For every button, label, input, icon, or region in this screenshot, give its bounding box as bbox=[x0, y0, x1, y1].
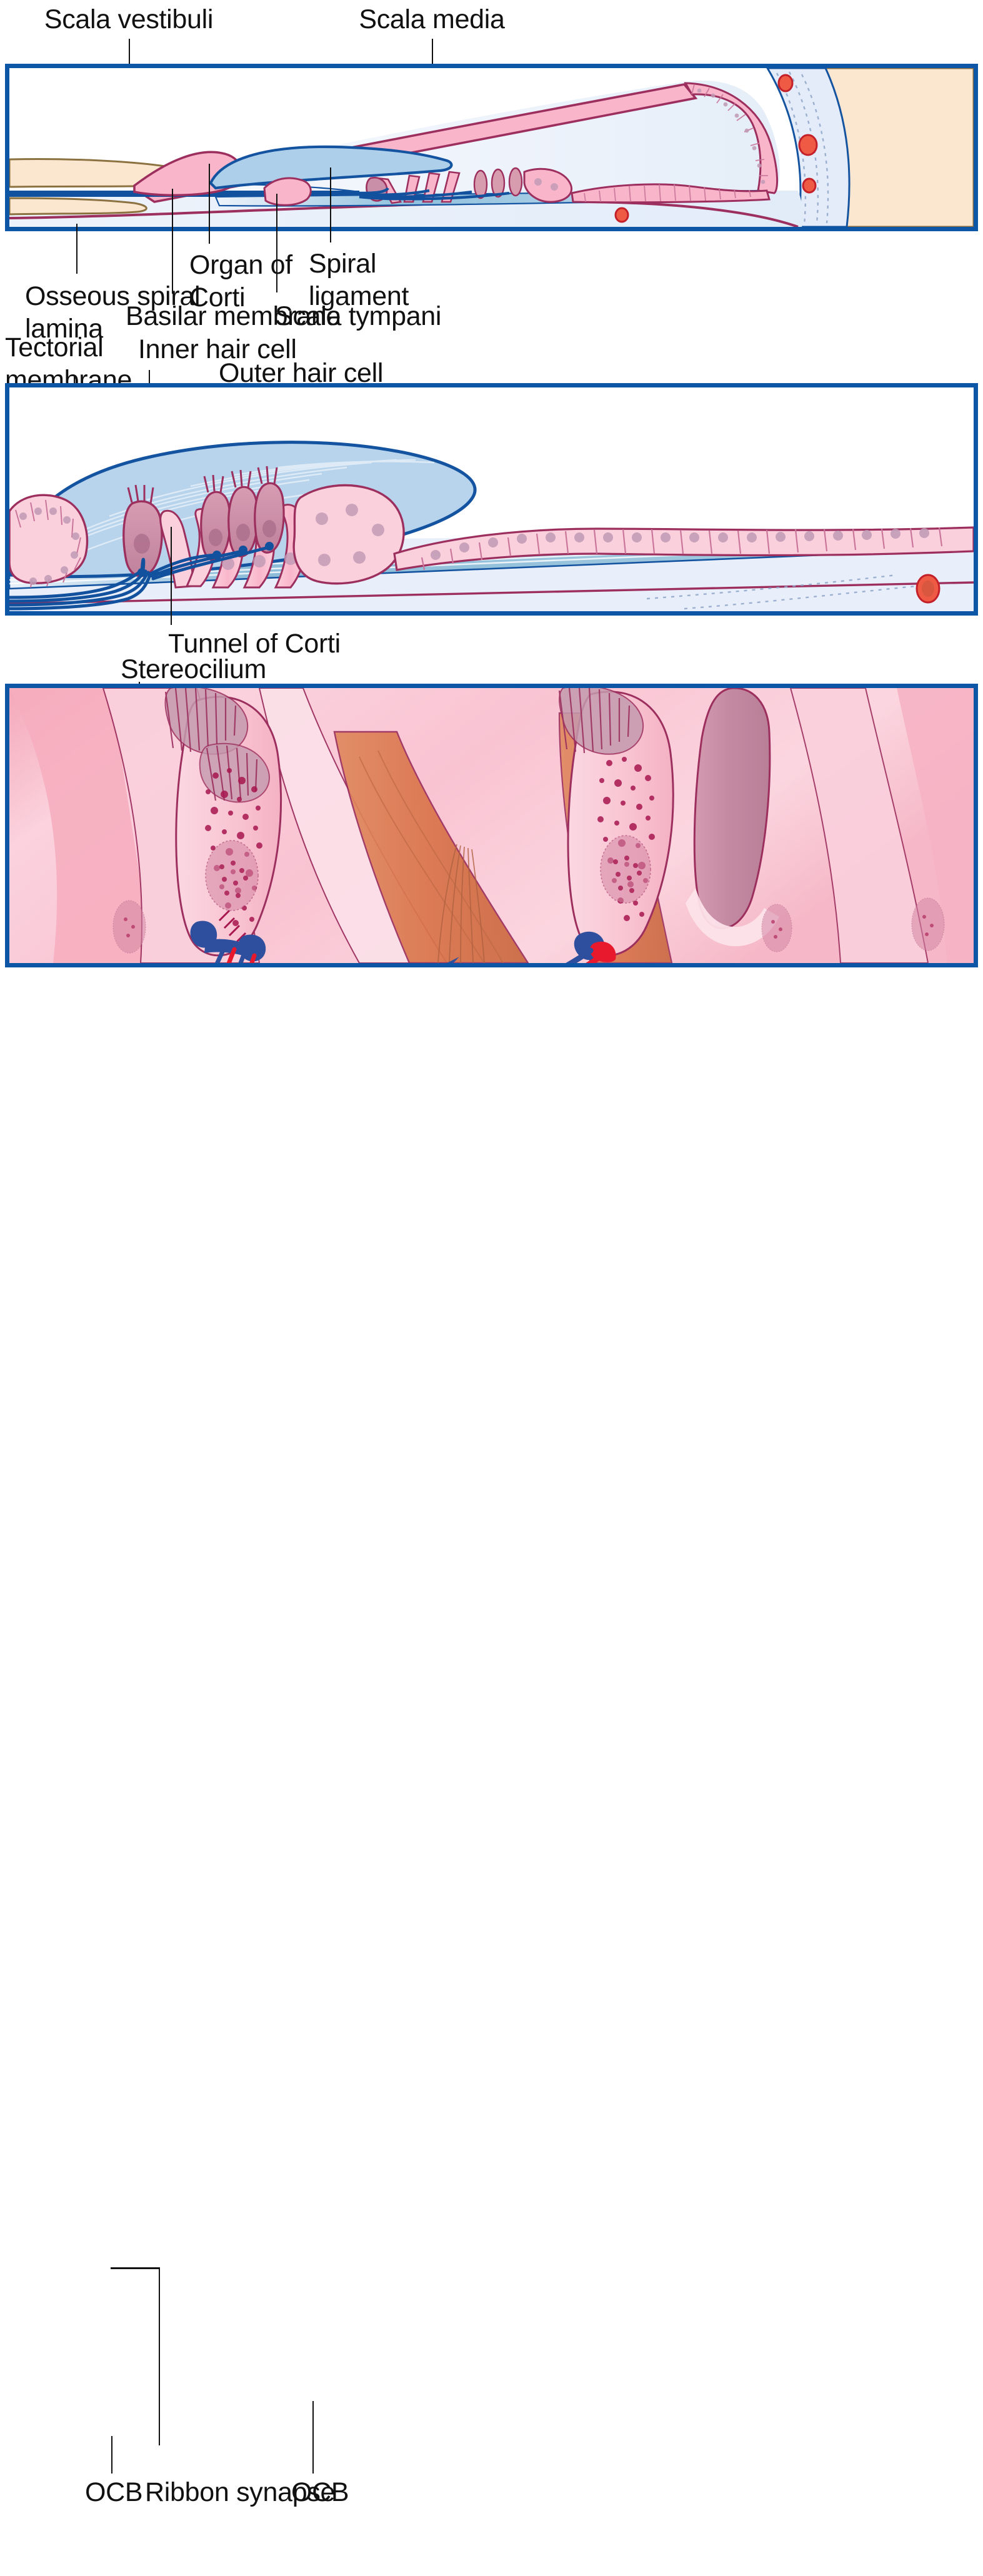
label-osseous-spiral-lamina: Osseous spiral lamina bbox=[25, 281, 201, 344]
nerve-fiber-bundle bbox=[9, 546, 270, 611]
label-ribbon-synapse: Ribbon synapse bbox=[145, 2477, 336, 2507]
organ-of-corti-detail-svg bbox=[9, 387, 974, 611]
outer-hair-cells-group bbox=[200, 466, 285, 561]
label-tunnel-of-corti: Tunnel of Corti bbox=[168, 629, 341, 659]
leader-ribbon-synapse bbox=[159, 2267, 160, 2445]
label-inner-hair-cell: Inner hair cell bbox=[138, 334, 297, 364]
leader-basilar-membrane bbox=[172, 189, 173, 294]
label-organ-of-corti: Organ of Corti bbox=[189, 250, 292, 312]
leader-organ-of-corti bbox=[209, 164, 210, 244]
leader-spiral-ligament bbox=[330, 167, 331, 242]
label-ocb-right: OCB bbox=[291, 2477, 349, 2507]
label-scala-media: Scala media bbox=[359, 4, 505, 34]
panel-organ-of-corti-detail bbox=[5, 383, 978, 616]
leader-scala-vestibuli bbox=[129, 39, 130, 69]
leader-scala-tympani bbox=[276, 194, 277, 292]
capillary-group bbox=[614, 74, 818, 223]
bracket-ribbon-synapse bbox=[111, 2267, 159, 2269]
label-ocb-left: OCB bbox=[85, 2477, 143, 2507]
leader-tunnel-of-corti bbox=[171, 527, 172, 625]
label-scala-tympani: Scala tympani bbox=[275, 301, 442, 331]
leader-ocb-left bbox=[111, 2436, 112, 2474]
efferent-arrow bbox=[447, 957, 459, 963]
inner-fiber-tracts bbox=[214, 946, 257, 963]
panel-hair-cell-synapse-detail bbox=[5, 684, 978, 967]
cochlear-cross-section-svg bbox=[9, 68, 974, 227]
leader-ocb-right bbox=[312, 2401, 314, 2474]
label-stereocilium: Stereocilium bbox=[121, 654, 266, 684]
label-basilar-membrane: Basilar membrane bbox=[126, 301, 341, 331]
label-spiral-ligament: Spiral ligament bbox=[309, 249, 409, 311]
organ-of-corti-group bbox=[263, 167, 771, 206]
hair-cell-synapse-svg bbox=[9, 688, 974, 963]
inner-hair-cell-detail bbox=[164, 688, 282, 957]
panel-cochlear-cross-section bbox=[5, 64, 978, 231]
outer-hair-cell-detail bbox=[558, 688, 674, 957]
leader-osseous-spiral-lamina bbox=[76, 224, 77, 274]
label-scala-vestibuli: Scala vestibuli bbox=[44, 4, 214, 34]
